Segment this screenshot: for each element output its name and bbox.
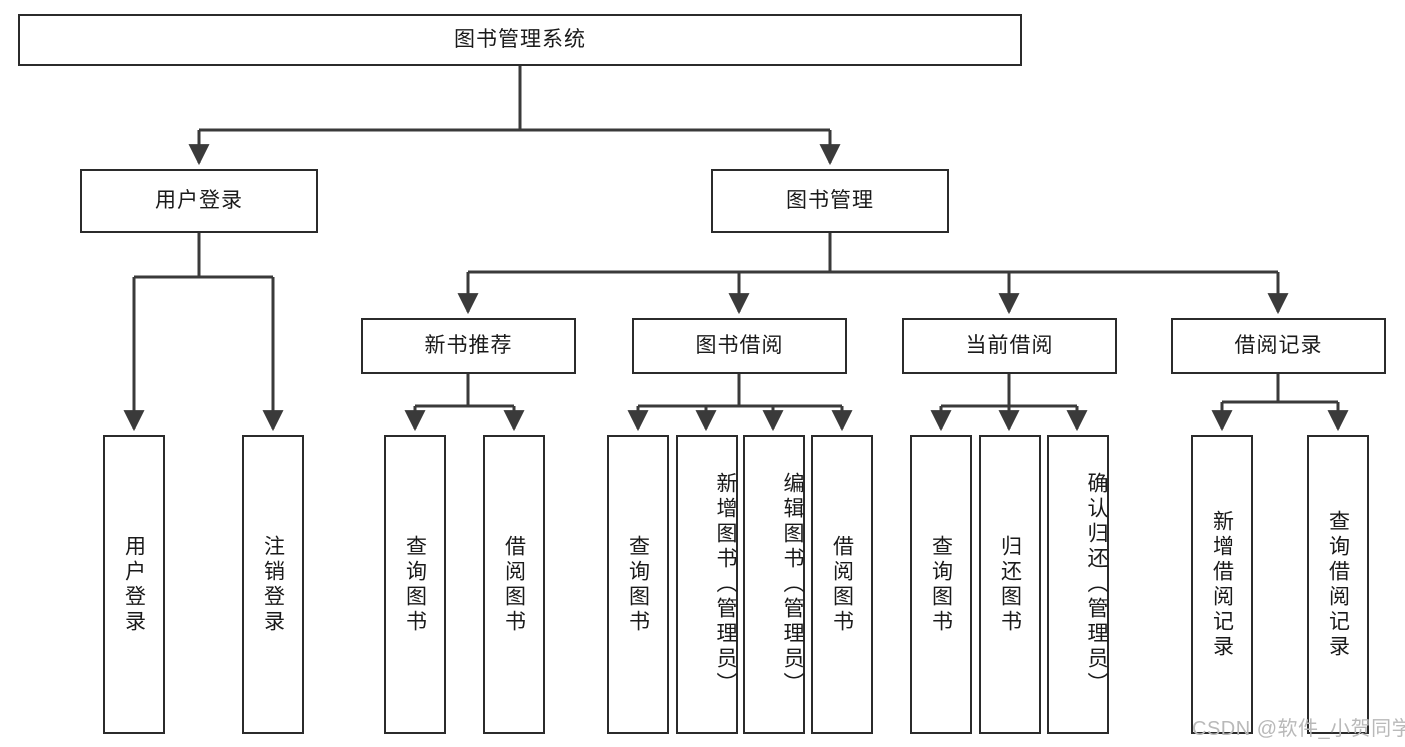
leaf-record-add-record-label: 新增借阅记录 [1210, 509, 1234, 660]
leaf-user-login-login-label: 用户登录 [122, 534, 146, 635]
leaf-user-login-logout-label: 注销登录 [261, 534, 285, 635]
leaf-borrow-add-book[interactable]: 新增图书（管理员） [676, 435, 738, 734]
node-book-borrow[interactable]: 图书借阅 [632, 318, 847, 374]
leaf-borrow-query-book[interactable]: 查询图书 [607, 435, 669, 734]
leaf-new-book-borrow-label: 借阅图书 [502, 534, 526, 635]
leaf-record-query-record-label: 查询借阅记录 [1326, 509, 1350, 660]
node-new-book-recommend-label: 新书推荐 [424, 334, 513, 358]
leaf-borrow-query-book-label: 查询图书 [626, 534, 650, 635]
leaf-borrow-edit-book-label: 编辑图书（管理员） [781, 472, 804, 697]
node-book-management-label: 图书管理 [786, 189, 874, 213]
leaf-borrow-borrow-book[interactable]: 借阅图书 [811, 435, 873, 734]
node-current-borrow-label: 当前借阅 [965, 334, 1054, 358]
leaf-record-add-record[interactable]: 新增借阅记录 [1191, 435, 1253, 734]
node-user-login[interactable]: 用户登录 [80, 169, 318, 233]
node-root-label: 图书管理系统 [454, 28, 586, 52]
leaf-current-return-book-label: 归还图书 [998, 534, 1022, 635]
leaf-current-confirm-return[interactable]: 确认归还（管理员） [1047, 435, 1109, 734]
leaf-current-confirm-return-label: 确认归还（管理员） [1085, 472, 1108, 697]
node-borrow-record-label: 借阅记录 [1234, 334, 1323, 358]
node-root[interactable]: 图书管理系统 [18, 14, 1022, 66]
leaf-current-query-book-label: 查询图书 [929, 534, 953, 635]
leaf-borrow-borrow-book-label: 借阅图书 [830, 534, 854, 635]
leaf-new-book-query[interactable]: 查询图书 [384, 435, 446, 734]
watermark: CSDN @软件_小贺同学 [1192, 718, 1405, 740]
node-borrow-record[interactable]: 借阅记录 [1171, 318, 1386, 374]
leaf-user-login-logout[interactable]: 注销登录 [242, 435, 304, 734]
node-current-borrow[interactable]: 当前借阅 [902, 318, 1117, 374]
leaf-borrow-add-book-label: 新增图书（管理员） [714, 472, 737, 697]
leaf-current-return-book[interactable]: 归还图书 [979, 435, 1041, 734]
leaf-new-book-query-label: 查询图书 [403, 534, 427, 635]
node-book-management[interactable]: 图书管理 [711, 169, 949, 233]
leaf-new-book-borrow[interactable]: 借阅图书 [483, 435, 545, 734]
node-book-borrow-label: 图书借阅 [695, 334, 784, 358]
node-user-login-label: 用户登录 [155, 189, 243, 213]
node-new-book-recommend[interactable]: 新书推荐 [361, 318, 576, 374]
leaf-current-query-book[interactable]: 查询图书 [910, 435, 972, 734]
leaf-borrow-edit-book[interactable]: 编辑图书（管理员） [743, 435, 805, 734]
leaf-record-query-record[interactable]: 查询借阅记录 [1307, 435, 1369, 734]
leaf-user-login-login[interactable]: 用户登录 [103, 435, 165, 734]
